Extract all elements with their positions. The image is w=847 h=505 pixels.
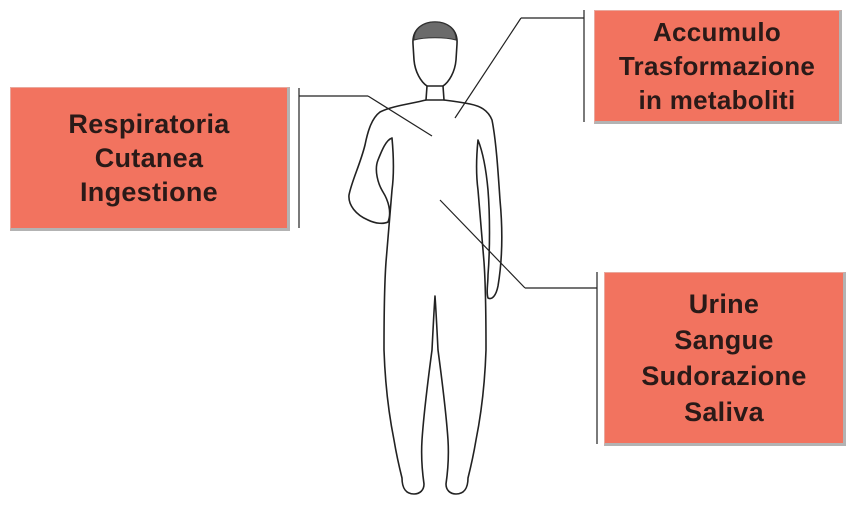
connector-excretion: [440, 200, 597, 444]
excretion-line-3: Sudorazione: [641, 358, 806, 394]
fate-line-3: in metaboliti: [638, 83, 795, 117]
excretion-box: Urine Sangue Sudorazione Saliva: [604, 272, 846, 446]
body-fate-box: Accumulo Trasformazione in metaboliti: [594, 10, 842, 124]
human-body-outline-icon: [349, 22, 502, 494]
routes-of-entry-box: Respiratoria Cutanea Ingestione: [10, 87, 290, 231]
excretion-line-1: Urine: [689, 286, 760, 322]
connector-routes: [299, 88, 432, 228]
excretion-line-4: Saliva: [684, 394, 764, 430]
routes-line-2: Cutanea: [95, 141, 204, 175]
routes-line-1: Respiratoria: [68, 107, 229, 141]
excretion-line-2: Sangue: [674, 322, 773, 358]
head-cap-icon: [414, 22, 456, 40]
fate-line-1: Accumulo: [653, 15, 781, 49]
routes-line-3: Ingestione: [80, 175, 218, 209]
fate-line-2: Trasformazione: [619, 49, 815, 83]
